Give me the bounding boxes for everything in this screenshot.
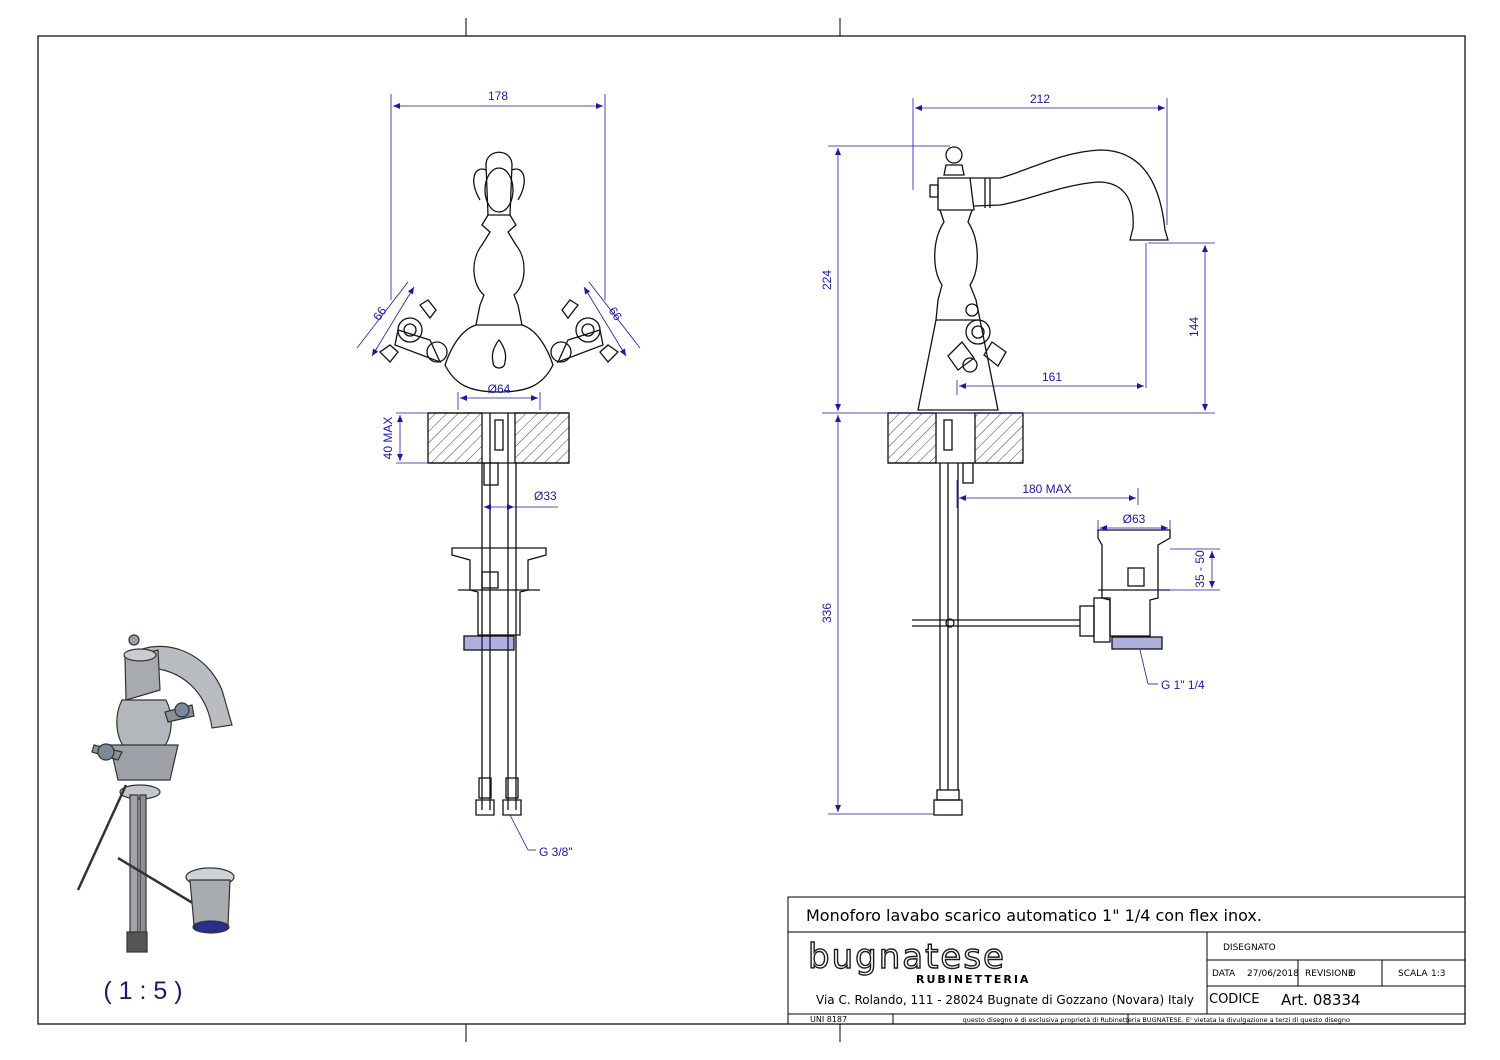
code-value: Art. 08334 — [1281, 991, 1361, 1009]
scale-field-label: SCALA — [1398, 969, 1428, 979]
dim-deck-thickness: 40 MAX — [381, 417, 395, 460]
dim-lever-reach: 161 — [1042, 370, 1062, 384]
side-dimensions — [822, 98, 1220, 815]
standard-label: UNI 8187 — [810, 1015, 847, 1024]
dim-drain-thread: G 1" 1/4 — [1161, 678, 1205, 692]
side-view — [887, 146, 1171, 816]
front-view — [378, 151, 620, 816]
sheet-frame — [37, 18, 1466, 1042]
revision-value: 0 — [1350, 969, 1356, 979]
title-block — [787, 896, 1466, 1025]
dim-shank-diameter: Ø33 — [534, 489, 557, 503]
dim-total-length: 336 — [820, 603, 834, 623]
date-value: 27/06/2018 — [1247, 969, 1299, 979]
dim-spout-height: 144 — [1187, 317, 1201, 337]
scale-label: ( 1 : 5 ) — [103, 977, 182, 1005]
company-address: Via C. Rolando, 111 - 28024 Bugnate di G… — [816, 993, 1194, 1007]
dim-side-reach: 212 — [1030, 92, 1050, 106]
ownership-notice: questo disegno è di esclusiva proprietà … — [963, 1016, 1350, 1024]
revision-label: REVISIONE — [1305, 969, 1354, 979]
isometric-view — [76, 634, 235, 953]
dim-side-height: 224 — [820, 270, 834, 290]
dim-drain-offset: 180 MAX — [1022, 482, 1071, 496]
right-handle — [550, 299, 620, 364]
dim-drain-diameter: Ø63 — [1123, 512, 1146, 526]
dim-front-width: 178 — [488, 89, 508, 103]
drawing-title: Monoforo lavabo scarico automatico 1" 1/… — [806, 906, 1262, 925]
side-dimension-labels: 212 224 144 161 180 MAX Ø63 35 - 50 336 … — [820, 92, 1207, 692]
scale-field-value: 1:3 — [1431, 969, 1445, 979]
left-handle — [378, 299, 448, 364]
front-dimensions — [356, 94, 641, 851]
dim-drain-range: 35 - 50 — [1193, 550, 1207, 588]
title-block-text: Monoforo lavabo scarico automatico 1" 1/… — [806, 906, 1445, 1024]
dim-supply-thread: G 3/8" — [539, 845, 573, 859]
brand-logo: bugnatese — [808, 937, 1006, 977]
code-label: CODICE — [1209, 992, 1259, 1007]
brand-subtitle: RUBINETTERIA — [916, 973, 1030, 986]
designed-label: DISEGNATO — [1223, 943, 1276, 953]
dim-base-diameter: Ø64 — [488, 382, 511, 396]
dim-handle-left: 66 — [370, 304, 389, 323]
date-label: DATA — [1212, 969, 1236, 979]
